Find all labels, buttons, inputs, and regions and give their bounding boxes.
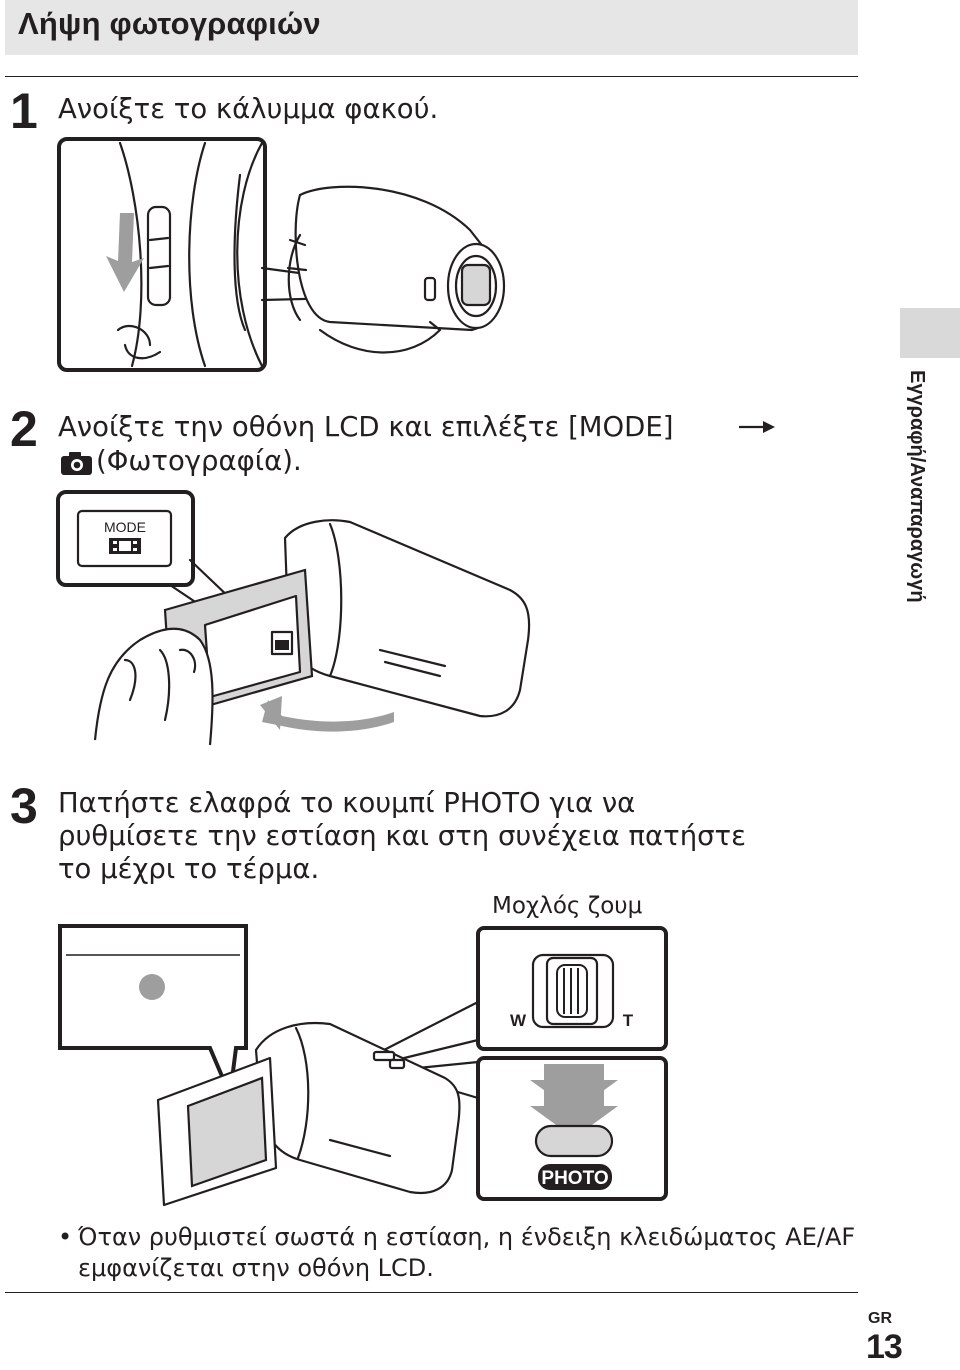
step-2-number: 2: [10, 401, 38, 457]
movie-icon: [109, 538, 141, 554]
page-number: 13: [866, 1328, 903, 1366]
note-line-1: Όταν ρυθμιστεί σωστά η εστίαση, η ένδειξ…: [78, 1223, 856, 1251]
zoom-lever-label: Μοχλός ζουμ: [492, 893, 643, 919]
photo-button-label: PHOTO: [541, 1168, 608, 1189]
zoom-wide-label: W: [510, 1011, 527, 1030]
step-1-text: Ανοίξτε το κάλυμμα φακού.: [58, 93, 439, 125]
step-1-number: 1: [10, 83, 38, 139]
step-2-text-line-2: (Φωτογραφία).: [96, 445, 302, 477]
camera-icon: [61, 452, 92, 475]
note-line-2: εμφανίζεται στην οθόνη LCD.: [78, 1254, 434, 1282]
side-tab-marker: [900, 308, 960, 358]
slide-down-arrow-icon: [106, 213, 144, 292]
step-3-text-line-1: Πατήστε ελαφρά το κουμπί PHOTO για να: [58, 787, 636, 819]
step-3-text-line-3: το μέχρι το τέρμα.: [58, 853, 320, 885]
footer-divider: [5, 1292, 858, 1293]
note-bullet: •: [58, 1223, 73, 1251]
language-code: GR: [868, 1310, 892, 1327]
mode-button-label: MODE: [104, 519, 146, 535]
zoom-tele-label: T: [623, 1011, 634, 1030]
step-3-number: 3: [10, 778, 38, 834]
step-3-text-line-2: ρυθμίσετε την εστίαση και στη συνέχεια π…: [58, 820, 746, 852]
arrow-right-icon: [739, 421, 775, 433]
page-title: Λήψη φωτογραφιών: [18, 6, 321, 41]
focus-lock-indicator-icon: [139, 974, 165, 1000]
header-divider: [5, 76, 858, 77]
step-2-text-line-1: Ανοίξτε την οθόνη LCD και επιλέξτε [MODE…: [58, 411, 674, 443]
section-header-bar: [5, 0, 858, 55]
